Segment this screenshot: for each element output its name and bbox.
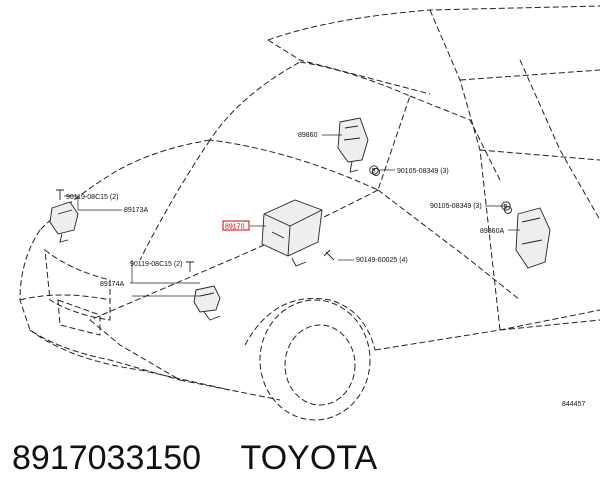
ref-marker-b-2 <box>501 201 511 211</box>
ref-marker-b-1 <box>369 165 379 175</box>
brand-name: TOYOTA <box>240 439 378 477</box>
side-sensor-front-part <box>337 117 369 173</box>
leader-lines <box>64 134 520 297</box>
front-sensor-lh-part <box>49 201 79 243</box>
callouts: 89860 B 90105-08349 (3) 90105-08349 (3) … <box>66 132 585 408</box>
parts-diagram: 89860 B 90105-08349 (3) 90105-08349 (3) … <box>19 5 600 421</box>
part-caption: 8917033150 TOYOTA <box>12 436 377 480</box>
callout-side-sensor-rear: 89860A <box>480 228 504 235</box>
center-sensor-part <box>261 199 323 267</box>
ref-marker-b-1-label: B <box>372 169 376 175</box>
illustration-code: 844457 <box>562 401 585 408</box>
callout-bolt-front-rh: 90119-08C15 (2) <box>130 261 182 268</box>
bolts <box>56 168 512 272</box>
vehicle-outline <box>19 5 600 421</box>
callout-bolt-side-front: 90105-08349 (3) <box>397 168 449 175</box>
callout-side-sensor-front: 89860 <box>298 132 318 139</box>
side-sensor-rear-part <box>515 207 551 269</box>
callout-center-sensor: 89170 <box>225 224 245 231</box>
highlight-box <box>222 220 250 231</box>
front-sensor-rh-part <box>193 285 221 321</box>
callout-bolt-center-sensor: 90149-60025 (4) <box>356 257 408 264</box>
part-number: 8917033150 <box>12 439 202 477</box>
callout-bolt-front-lh: 90119-08C15 (2) <box>66 194 118 201</box>
callout-front-sensor-rh: 89174A <box>100 281 124 288</box>
ref-marker-b-2-label: B <box>504 205 508 211</box>
callout-bolt-side-rear: 90105-08349 (3) <box>430 203 482 210</box>
callout-front-sensor-lh: 89173A <box>124 207 148 214</box>
